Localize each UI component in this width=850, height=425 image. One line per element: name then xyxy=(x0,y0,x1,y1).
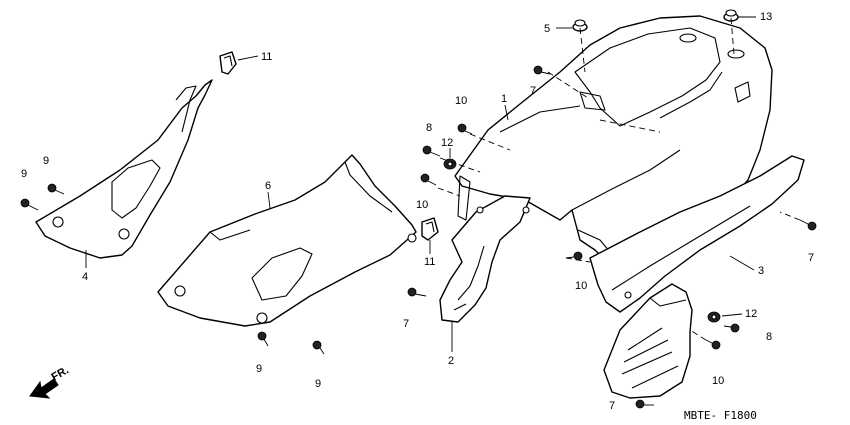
bolt-9-c xyxy=(257,331,269,347)
callout-2: 2 xyxy=(448,355,454,367)
callout-8-a: 8 xyxy=(426,122,432,134)
callout-8-b: 8 xyxy=(766,331,772,343)
bolt-9-b xyxy=(47,183,65,195)
callout-12-a: 12 xyxy=(441,137,453,149)
leader-6 xyxy=(267,191,271,209)
callout-7-a: 7 xyxy=(530,85,536,97)
callout-10-a: 10 xyxy=(455,95,467,107)
alignment-line xyxy=(779,211,801,221)
bolt-9-d xyxy=(312,340,325,355)
bolt-7-a xyxy=(533,65,551,75)
front-direction-arrow: FR. xyxy=(29,364,71,399)
grommet-12-left xyxy=(443,158,457,170)
grommet-12-right xyxy=(707,311,721,323)
bolt-10-d xyxy=(705,339,721,350)
drawing-code: MBTE- F1800 xyxy=(684,409,757,422)
alignment-line xyxy=(579,27,586,73)
callout-7-d: 7 xyxy=(609,400,615,412)
callout-13: 13 xyxy=(760,11,772,23)
part-6-left-cover xyxy=(157,154,417,327)
callout-6: 6 xyxy=(265,180,271,192)
alignment-line xyxy=(730,17,735,55)
part-3-right-panel xyxy=(589,155,805,313)
callout-10-d: 10 xyxy=(712,375,724,387)
callout-9-c: 9 xyxy=(256,363,262,375)
callout-3: 3 xyxy=(758,265,764,277)
alignment-line xyxy=(547,71,589,99)
front-label: FR. xyxy=(50,364,71,383)
bolt-8-b xyxy=(723,323,740,333)
alignment-line xyxy=(689,329,707,341)
callout-5: 5 xyxy=(544,23,550,35)
leader-11-a xyxy=(237,55,259,61)
alignment-line xyxy=(439,157,481,173)
alignment-line xyxy=(437,187,461,197)
callout-7-b: 7 xyxy=(403,318,409,330)
alignment-line xyxy=(469,133,511,151)
callout-10-c: 10 xyxy=(575,280,587,292)
callout-10-b: 10 xyxy=(416,199,428,211)
clip-11-lower xyxy=(421,217,439,241)
bolt-10-b xyxy=(420,173,437,186)
clip-11-upper xyxy=(219,51,237,75)
bolt-10-a xyxy=(457,123,473,135)
part-1-rear-cowl xyxy=(454,15,773,261)
bolt-7-b xyxy=(407,287,427,297)
callout-1: 1 xyxy=(501,93,507,105)
callout-12-b: 12 xyxy=(745,308,757,320)
callout-11-a: 11 xyxy=(261,51,272,63)
part-2-bracket xyxy=(439,175,531,323)
callout-7-c: 7 xyxy=(808,252,814,264)
bolt-9-a xyxy=(20,198,39,211)
part-3-lower-bracket xyxy=(603,283,693,399)
callout-9-a: 9 xyxy=(21,168,27,180)
bolt-7-c xyxy=(799,219,817,231)
callout-11-b: 11 xyxy=(424,256,435,268)
alignment-line xyxy=(599,119,661,133)
part-4-left-cover xyxy=(35,79,213,259)
bolt-8-a xyxy=(422,145,441,157)
bolt-7-d xyxy=(635,399,654,409)
alignment-line xyxy=(565,257,591,263)
leader-1 xyxy=(504,104,509,121)
callout-9-d: 9 xyxy=(315,378,321,390)
callout-4: 4 xyxy=(82,271,88,283)
callout-9-b: 9 xyxy=(43,155,49,167)
leader-12-b xyxy=(721,313,743,317)
leader-3 xyxy=(729,255,755,271)
